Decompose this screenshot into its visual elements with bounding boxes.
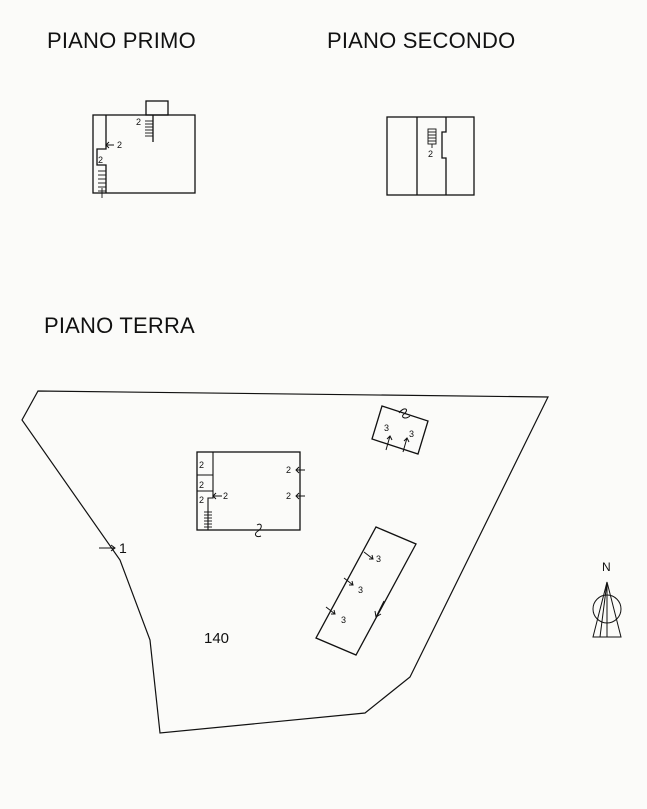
house-label-2: 2 bbox=[199, 480, 204, 490]
shed-label-3: 3 bbox=[341, 615, 346, 625]
second-floor-stair-hatch bbox=[427, 128, 437, 148]
annex-arrows bbox=[385, 435, 410, 453]
second-floor-outline bbox=[386, 116, 475, 196]
main-house-stair-hatch bbox=[204, 511, 212, 528]
shed-arrows bbox=[325, 551, 385, 618]
main-house-squiggle bbox=[254, 523, 262, 537]
parcel-boundary bbox=[21, 390, 549, 734]
first-floor-label-c: 2 bbox=[98, 155, 103, 165]
house-label-4: 2 bbox=[223, 491, 228, 501]
shed-label-2: 3 bbox=[358, 585, 363, 595]
shed-label-1: 3 bbox=[376, 554, 381, 564]
shed-outline bbox=[315, 526, 417, 656]
house-label-1: 2 bbox=[199, 460, 204, 470]
boundary-label: 1 bbox=[119, 540, 127, 556]
annex-outline bbox=[371, 405, 429, 455]
house-label-6: 2 bbox=[286, 491, 291, 501]
first-floor-stair-hatch bbox=[98, 120, 153, 198]
ground-floor-heading: PIANO TERRA bbox=[44, 313, 195, 338]
first-floor-inner-wall bbox=[96, 115, 107, 193]
annex-label-2: 3 bbox=[409, 429, 414, 439]
main-house-arrows bbox=[212, 466, 305, 500]
first-floor-label-b: 2 bbox=[117, 140, 122, 150]
house-label-5: 2 bbox=[286, 465, 291, 475]
north-arrow-compass bbox=[592, 581, 622, 638]
annex-label-1: 3 bbox=[384, 423, 389, 433]
second-floor-heading: PIANO SECONDO bbox=[327, 28, 516, 53]
first-floor-arrow bbox=[105, 141, 114, 149]
parcel-number: 140 bbox=[204, 630, 229, 647]
second-floor-label-a: 2 bbox=[428, 149, 433, 159]
house-label-3: 2 bbox=[199, 495, 204, 505]
second-floor-wall-right bbox=[441, 117, 447, 195]
first-floor-plan bbox=[92, 100, 196, 198]
second-floor-plan bbox=[386, 116, 475, 196]
first-floor-outline bbox=[92, 114, 196, 194]
ground-floor-plan bbox=[21, 390, 622, 734]
north-label: N bbox=[602, 560, 611, 574]
annex-squiggle bbox=[398, 408, 411, 419]
boundary-arrow bbox=[99, 544, 116, 552]
first-floor-heading: PIANO PRIMO bbox=[47, 28, 196, 53]
first-floor-stair-tower bbox=[145, 100, 169, 116]
first-floor-label-a: 2 bbox=[136, 117, 141, 127]
